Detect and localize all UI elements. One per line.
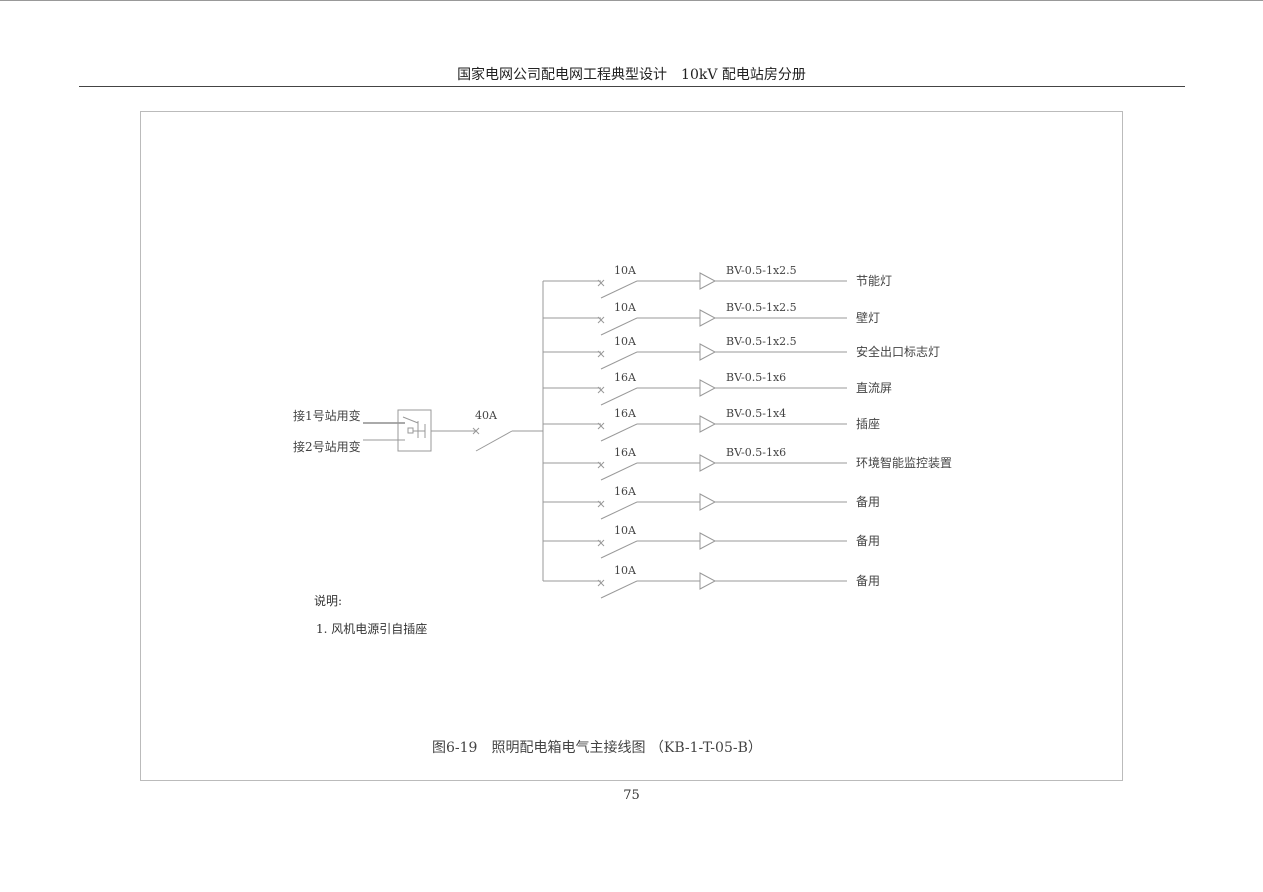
cable-terminal-triangle-icon xyxy=(699,379,717,397)
cable-terminal-triangle-icon xyxy=(699,309,717,327)
notes-title: 说明: xyxy=(314,594,343,608)
cable-terminal-triangle-icon xyxy=(699,572,717,590)
branch-rating: 10A xyxy=(614,301,637,314)
branch-rating: 10A xyxy=(614,564,637,577)
branch-breaker-x-icon xyxy=(597,579,605,587)
header-rule xyxy=(79,86,1185,87)
branch-breaker-x-icon xyxy=(597,422,605,430)
transfer-switch-contact xyxy=(402,416,419,424)
branch-rating: 16A xyxy=(614,407,637,420)
page-header: 国家电网公司配电网工程典型设计 10kV 配电站房分册 xyxy=(457,67,806,83)
branch-breaker-x-icon xyxy=(597,350,605,358)
branch-breaker-blade xyxy=(600,540,638,559)
main-breaker-x-icon xyxy=(472,427,480,435)
load-label: 环境智能监控装置 xyxy=(856,455,952,470)
cable-spec: BV-0.5-1x6 xyxy=(726,371,786,384)
main-breaker-rating: 40A xyxy=(475,409,498,422)
cable-terminal-triangle-icon xyxy=(699,272,717,290)
branch-breaker-blade xyxy=(600,280,638,299)
cable-terminal-triangle-icon xyxy=(699,415,717,433)
cable-terminal-triangle-icon xyxy=(699,493,717,511)
branch-breaker-x-icon xyxy=(597,500,605,508)
load-label: 备用 xyxy=(856,495,880,509)
branch-breaker-blade xyxy=(600,317,638,336)
branch-rating: 10A xyxy=(614,335,637,348)
drawing-frame xyxy=(140,111,1123,781)
branch-rating: 10A xyxy=(614,264,637,277)
branch-breaker-x-icon xyxy=(597,539,605,547)
branch-breaker-blade xyxy=(600,387,638,406)
branch-breaker-x-icon xyxy=(597,386,605,394)
branch-breaker-blade xyxy=(600,462,638,481)
figure-caption: 图6-19 照明配电箱电气主接线图 （KB-1-T-05-B） xyxy=(432,740,762,756)
load-label: 壁灯 xyxy=(856,310,880,325)
branch-breaker-x-icon xyxy=(597,279,605,287)
cable-terminal-triangle-icon xyxy=(699,454,717,472)
load-label: 直流屏 xyxy=(856,381,892,395)
load-label: 节能灯 xyxy=(856,274,892,288)
page-number: 75 xyxy=(623,788,640,803)
load-label: 安全出口标志灯 xyxy=(856,344,940,359)
load-label: 备用 xyxy=(856,574,880,588)
load-label: 插座 xyxy=(856,416,880,431)
branch-rating: 16A xyxy=(614,446,637,459)
branch-breaker-blade xyxy=(600,501,638,520)
top-border xyxy=(0,0,1263,1)
branch-rating: 16A xyxy=(614,485,637,498)
branch-breaker-x-icon xyxy=(597,461,605,469)
main-breaker-blade xyxy=(475,430,513,452)
input-label-2: 接2号站用变 xyxy=(293,439,361,454)
cable-terminal-triangle-icon xyxy=(699,343,717,361)
note-item: 1. 风机电源引自插座 xyxy=(316,622,428,636)
branch-breaker-blade xyxy=(600,423,638,442)
cable-terminal-triangle-icon xyxy=(699,532,717,550)
load-label: 备用 xyxy=(856,534,880,548)
branch-breaker-blade xyxy=(600,351,638,370)
input-label-1: 接1号站用变 xyxy=(293,408,361,423)
cable-spec: BV-0.5-1x2.5 xyxy=(726,301,797,314)
cable-spec: BV-0.5-1x6 xyxy=(726,446,786,459)
transfer-switch-coil xyxy=(407,427,414,434)
cable-spec: BV-0.5-1x2.5 xyxy=(726,335,797,348)
branch-rating: 10A xyxy=(614,524,637,537)
branch-rating: 16A xyxy=(614,371,637,384)
branch-breaker-blade xyxy=(600,580,638,599)
cable-spec: BV-0.5-1x4 xyxy=(726,407,786,420)
cable-spec: BV-0.5-1x2.5 xyxy=(726,264,797,277)
branch-breaker-x-icon xyxy=(597,316,605,324)
